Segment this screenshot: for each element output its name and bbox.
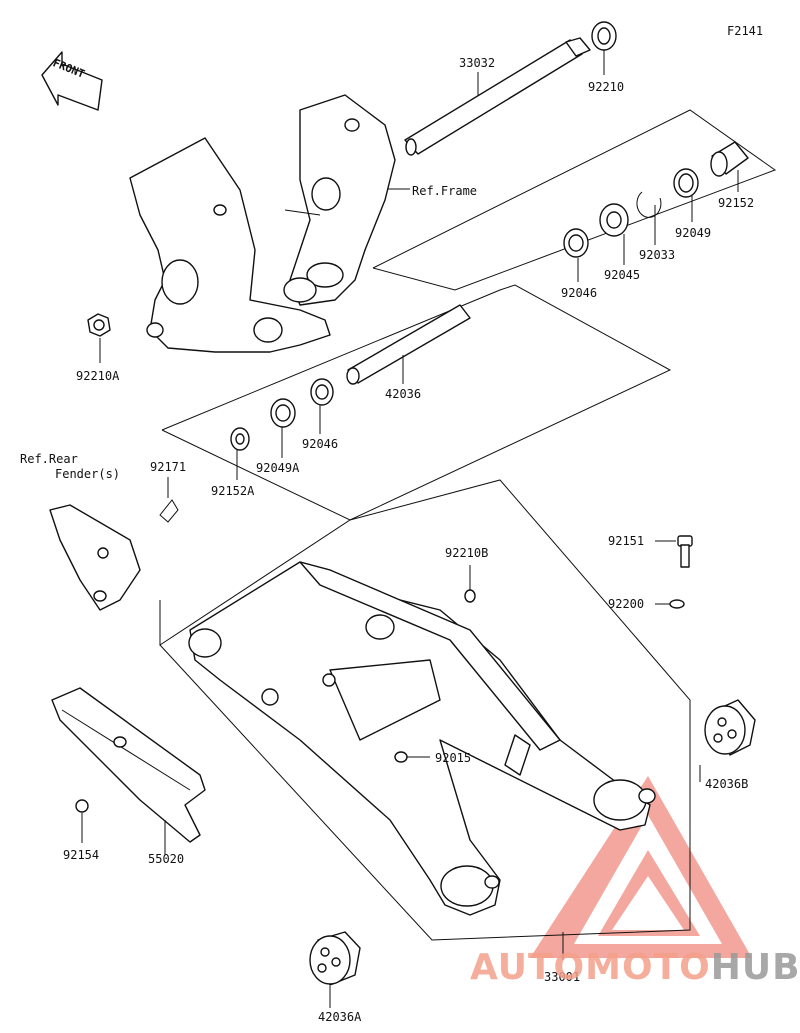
bolt-92015 — [394, 751, 408, 763]
sleeve-42036 — [346, 304, 471, 385]
part-92046-lower: 92046 — [302, 437, 339, 451]
chain-guard-55020 — [51, 687, 206, 843]
part-33032: 33032 — [459, 56, 496, 70]
watermark-hub: HUB — [710, 947, 800, 988]
part-92210A: 92210A — [76, 369, 120, 383]
part-92046-upper: 92046 — [561, 286, 598, 300]
clip-92171 — [159, 499, 179, 523]
frame-illustration — [129, 94, 396, 353]
part-42036: 42036 — [385, 387, 422, 401]
part-42036B: 42036B — [705, 777, 749, 791]
watermark-logo — [530, 776, 752, 958]
part-92152: 92152 — [718, 196, 755, 210]
part-33001: 33001 — [544, 970, 581, 984]
part-92049A: 92049A — [256, 461, 300, 475]
part-92033: 92033 — [639, 248, 676, 262]
part-92045: 92045 — [604, 268, 641, 282]
bushing-42036A — [309, 931, 361, 986]
part-92015: 92015 — [435, 751, 472, 765]
swingarm-33001 — [188, 561, 656, 916]
part-42036A: 42036A — [318, 1010, 362, 1024]
part-92154: 92154 — [63, 848, 100, 862]
nut-92210A — [87, 313, 111, 337]
ref-frame-label: Ref.Frame — [412, 184, 478, 198]
nut-92210 — [591, 21, 617, 51]
figure-code: F2141 — [727, 24, 764, 38]
screw-92154 — [75, 799, 89, 813]
watermark-auto: AUTO — [470, 947, 586, 988]
middle-group-outline — [161, 284, 672, 521]
part-92171: 92171 — [150, 460, 187, 474]
part-92200: 92200 — [608, 597, 645, 611]
collar-92210B — [464, 589, 476, 603]
ref-rear-label: Ref.Rear — [20, 452, 78, 466]
watermark-moto: MOTO — [585, 947, 711, 988]
pivot-shaft-33032 — [404, 37, 591, 156]
bearing-stack-upper — [563, 141, 749, 258]
lower-bearing-stack — [230, 378, 334, 451]
part-92210B: 92210B — [445, 546, 489, 560]
part-92152A: 92152A — [211, 484, 255, 498]
part-92210: 92210 — [588, 80, 625, 94]
swingarm-group-outline — [159, 479, 691, 941]
watermark-text: AUTOMOTOHUB — [470, 948, 800, 988]
leader-lines — [81, 50, 739, 1008]
part-55020: 55020 — [148, 852, 185, 866]
washer-92200 — [669, 599, 685, 609]
front-arrow-icon — [41, 51, 103, 111]
bolt-92151 — [677, 535, 693, 568]
part-92151: 92151 — [608, 534, 645, 548]
upper-group-outline — [372, 109, 777, 291]
rear-fender-reference — [49, 504, 141, 611]
part-92049: 92049 — [675, 226, 712, 240]
ref-fender-label: Fender(s) — [55, 467, 121, 481]
nut-328 — [322, 673, 336, 687]
bushing-42036B — [704, 699, 756, 756]
